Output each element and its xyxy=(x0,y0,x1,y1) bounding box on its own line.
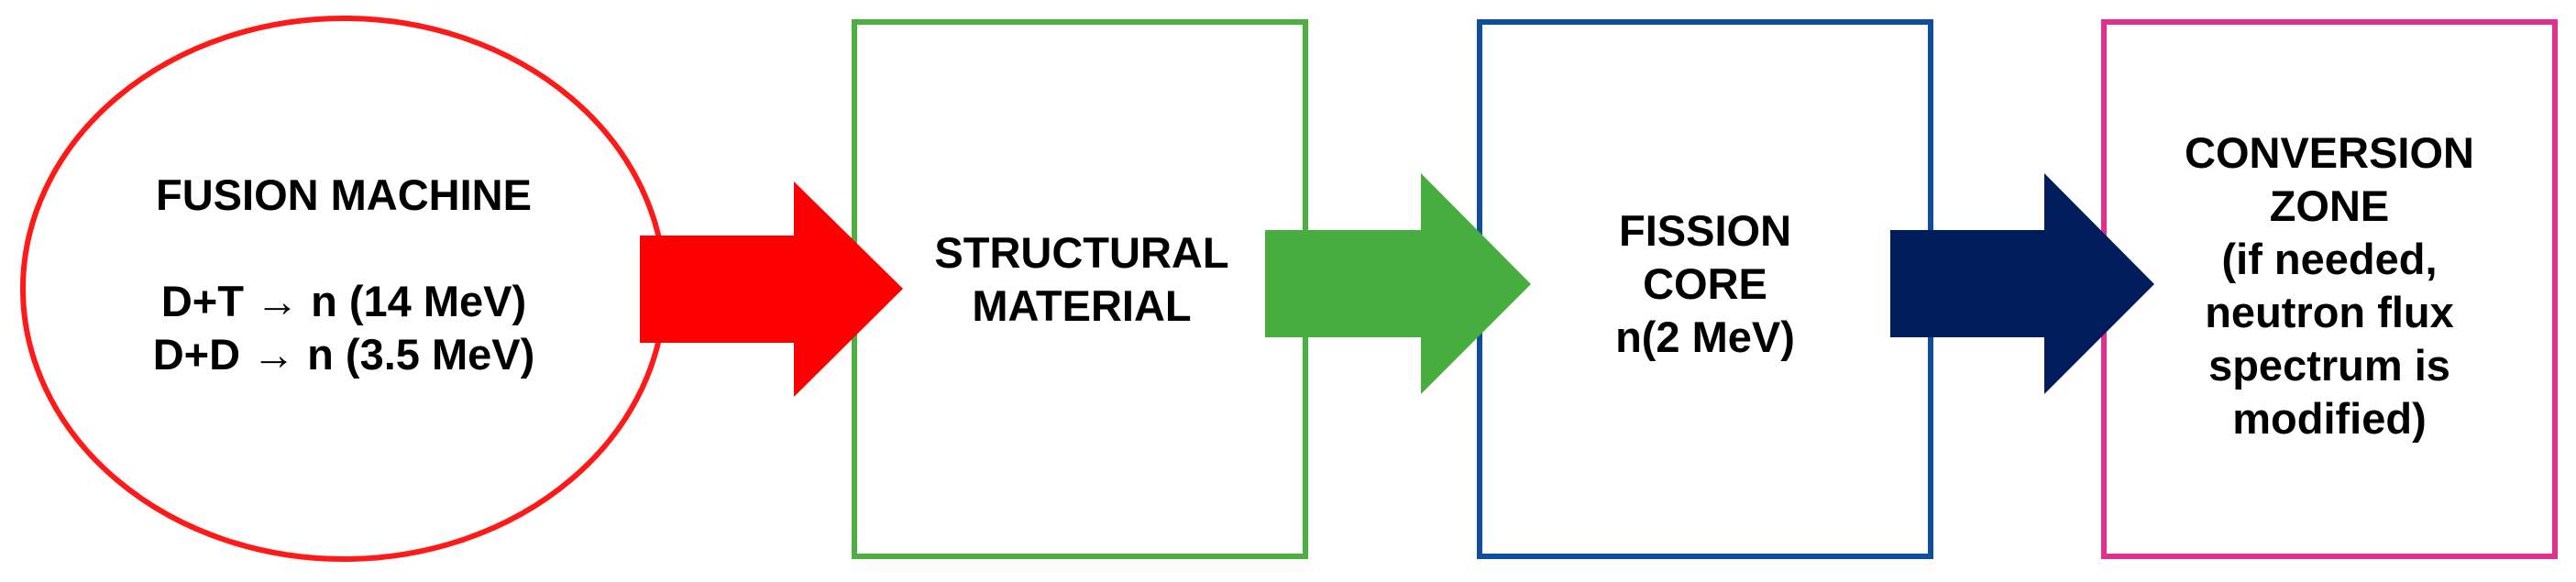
structural-material-label: STRUCTURAL MATERIAL xyxy=(880,220,1283,339)
fission-line-2: CORE xyxy=(1643,259,1767,308)
conversion-line-6: modified) xyxy=(2232,394,2427,443)
conversion-line-3: (if needed, xyxy=(2221,235,2438,283)
fission-core-label: FISSION CORE n(2 MeV) xyxy=(1503,192,1907,376)
fusion-machine-title: FUSION MACHINE xyxy=(156,170,532,219)
fusion-reaction-dd: D+D → n (3.5 MeV) xyxy=(152,330,535,379)
structural-line-1: STRUCTURAL xyxy=(934,228,1229,277)
arrow-structural-to-fission xyxy=(1265,173,1531,394)
fusion-reaction-dt: D+T → n (14 MeV) xyxy=(160,277,527,325)
conversion-line-2: ZONE xyxy=(2269,181,2390,230)
fusion-machine-label: FUSION MACHINE D+T → n (14 MeV) D+D → n … xyxy=(73,156,614,394)
fission-line-1: FISSION xyxy=(1618,206,1792,255)
conversion-zone-label: CONVERSION ZONE (if needed, neutron flux… xyxy=(2108,103,2550,469)
fission-line-3: n(2 MeV) xyxy=(1615,313,1795,361)
conversion-line-5: spectrum is xyxy=(2208,341,2450,390)
conversion-line-1: CONVERSION xyxy=(2185,128,2474,177)
structural-line-2: MATERIAL xyxy=(972,281,1192,330)
conversion-line-4: neutron flux xyxy=(2205,288,2454,336)
arrow-fission-to-conversion xyxy=(1890,173,2154,394)
arrow-fusion-to-structural xyxy=(640,181,903,397)
